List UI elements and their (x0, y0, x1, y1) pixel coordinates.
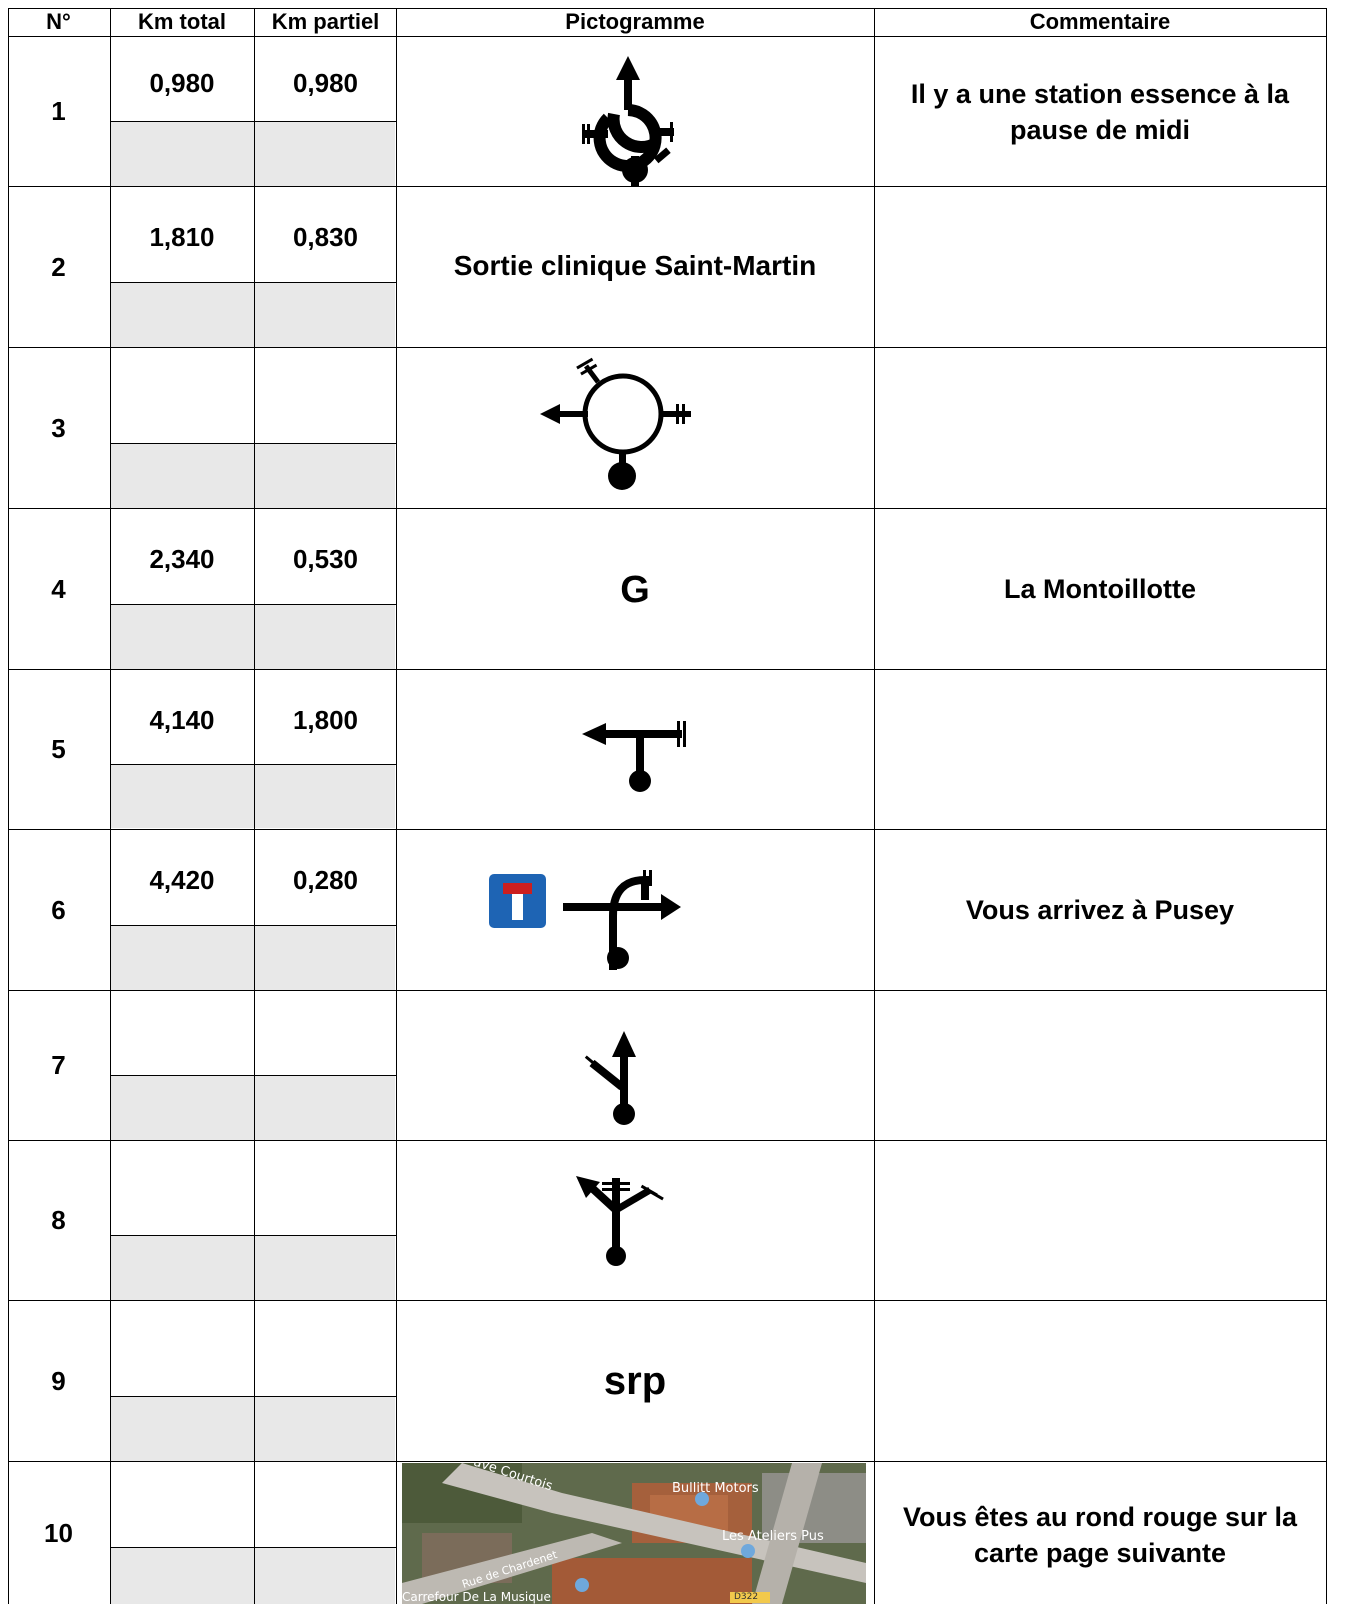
row-number: 8 (51, 1205, 66, 1235)
km-total-value: 4,140 (149, 705, 215, 735)
row-separator (8, 669, 1326, 670)
km-partiel-value: 0,980 (292, 68, 359, 98)
gray-cell (111, 1076, 254, 1140)
gray-cell (255, 1548, 395, 1604)
map-label-place: Carrefour De La Musique (402, 1590, 551, 1604)
picto-text: G (620, 568, 650, 611)
gray-cell (111, 1397, 254, 1461)
dead-end-sign-icon (489, 874, 546, 928)
gray-cell (111, 122, 254, 186)
y-fork-left-icon (576, 1176, 664, 1266)
gray-cell (111, 1236, 254, 1300)
column-separator (254, 8, 255, 1604)
km-sub-separator (110, 604, 396, 605)
fork-straight-icon (584, 1031, 636, 1125)
km-sub-separator (110, 282, 396, 283)
right-turn-icon (563, 870, 681, 970)
row-number: 3 (51, 412, 66, 443)
km-partiel-value: 0,830 (292, 222, 359, 252)
row-number: 6 (51, 894, 66, 925)
km-total-value: 4,420 (149, 865, 215, 895)
picto-text: Sortie clinique Saint-Martin (453, 250, 817, 281)
column-separator (1326, 8, 1327, 1604)
row-number: 7 (51, 1050, 66, 1080)
header-km-total: Km total (138, 9, 226, 34)
km-total-value: 1,810 (149, 222, 215, 252)
column-separator (396, 8, 397, 1604)
header-km-partiel: Km partiel (271, 9, 380, 34)
km-total-value: 2,340 (149, 544, 215, 574)
column-separator (874, 8, 875, 1604)
row-separator (8, 1140, 1326, 1141)
row-separator (8, 829, 1326, 830)
km-sub-separator (110, 121, 396, 122)
gray-cell (255, 765, 395, 828)
comment-text: Vous arrivez à Pusey (965, 895, 1235, 925)
row-separator (8, 1461, 1326, 1462)
row-number: 5 (51, 734, 66, 764)
km-sub-separator (110, 1396, 396, 1397)
gray-cell (255, 1076, 395, 1140)
gray-cell (111, 1548, 254, 1604)
header-commentaire: Commentaire (1029, 9, 1171, 34)
gray-cell (255, 1236, 395, 1300)
row-number: 10 (44, 1517, 73, 1548)
km-sub-separator (110, 1235, 396, 1236)
km-sub-separator (110, 764, 396, 765)
gray-cell (111, 605, 254, 669)
km-sub-separator (110, 1547, 396, 1548)
map-label-poi: Les Ateliers Pus (722, 1529, 824, 1544)
comment-text: Il y a une station essence à la pause de… (910, 79, 1290, 145)
row-separator (8, 990, 1326, 991)
row-number: 4 (51, 573, 66, 604)
column-separator (8, 8, 9, 1604)
gray-cell (255, 1397, 395, 1461)
row-number: 2 (51, 251, 66, 282)
row-separator (8, 347, 1326, 348)
comment-text: Vous êtes au rond rouge sur la carte pag… (902, 1502, 1298, 1568)
map-label-poi: Bullitt Motors (672, 1481, 759, 1496)
row-number: 1 (51, 96, 66, 126)
km-partiel-value: 0,280 (292, 865, 359, 895)
column-separator (110, 8, 111, 1604)
gray-cell (111, 765, 254, 828)
gray-cell (255, 444, 395, 508)
gray-cell (111, 283, 254, 347)
gray-cell (255, 283, 395, 347)
km-partiel-value: 1,800 (292, 705, 359, 735)
header-num: N° (46, 9, 71, 34)
km-sub-separator (110, 1075, 396, 1076)
picto-text: srp (603, 1358, 667, 1403)
comment-text: La Montoillotte (1004, 574, 1196, 604)
gray-cell (111, 444, 254, 508)
t-junction-left-icon (582, 721, 686, 792)
row-separator (8, 1300, 1326, 1301)
row-separator (8, 186, 1326, 187)
km-partiel-value: 0,530 (292, 544, 359, 574)
km-total-value: 0,980 (149, 68, 215, 98)
map-road-badge: D322 (734, 1592, 759, 1602)
row-separator (8, 508, 1326, 509)
gray-cell (111, 926, 254, 990)
row-separator (8, 36, 1326, 37)
row-separator (8, 8, 1326, 9)
gray-cell (255, 926, 395, 990)
gray-cell (255, 605, 395, 669)
roundabout-left-icon (540, 357, 691, 490)
satellite-map-image: ave Courtois Bullitt Motors Les Ateliers… (402, 1463, 866, 1604)
roundabout-straight-icon (582, 56, 674, 186)
row-number: 9 (51, 1365, 66, 1396)
km-sub-separator (110, 925, 396, 926)
header-pictogramme: Pictogramme (565, 9, 705, 34)
km-sub-separator (110, 443, 396, 444)
gray-cell (255, 122, 395, 186)
